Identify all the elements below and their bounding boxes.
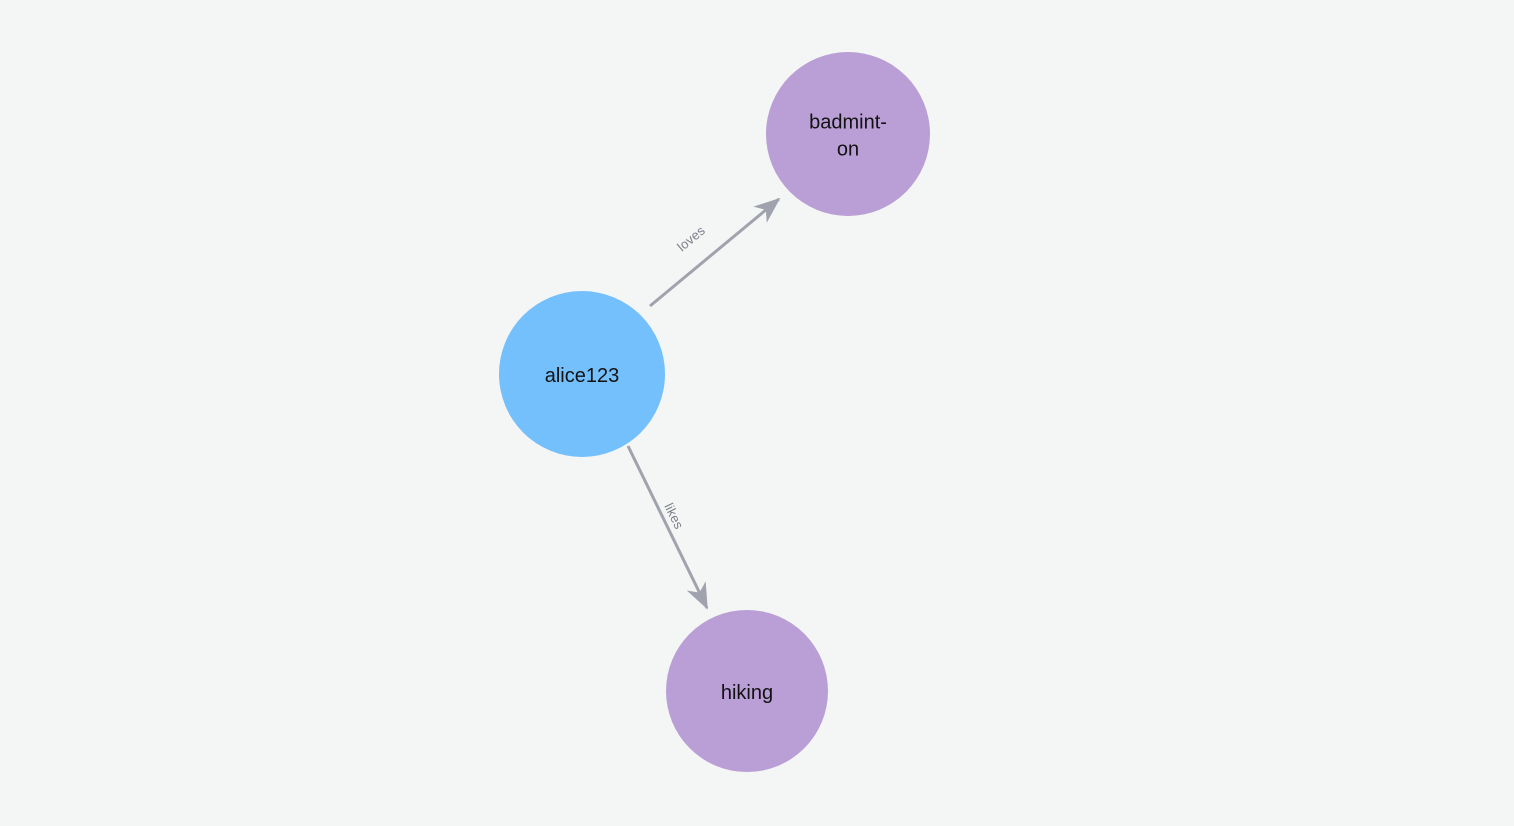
node-label-badminton-line1: badmint- [809,112,887,134]
node-label-badminton-line2: on [837,139,859,161]
nodes-layer: alice123 badmint- on hiking [499,52,930,772]
node-circle-hiking[interactable] [666,610,828,772]
node-label-hiking: hiking [721,682,773,704]
edge-line-likes[interactable] [626,445,709,610]
edge-label-loves: loves [674,223,708,255]
edge-label-likes: likes [661,501,686,532]
edge-line-loves[interactable] [649,197,781,308]
edge-alice123-loves-badminton[interactable]: loves [649,197,781,308]
graph-node-badminton[interactable]: badmint- on [766,52,930,216]
graph-node-alice123[interactable]: alice123 [499,291,665,457]
edge-alice123-likes-hiking[interactable]: likes [626,445,709,610]
graph-node-hiking[interactable]: hiking [666,610,828,772]
node-circle-badminton[interactable] [766,52,930,216]
node-label-alice123: alice123 [545,365,620,387]
node-circle-alice123[interactable] [499,291,665,457]
